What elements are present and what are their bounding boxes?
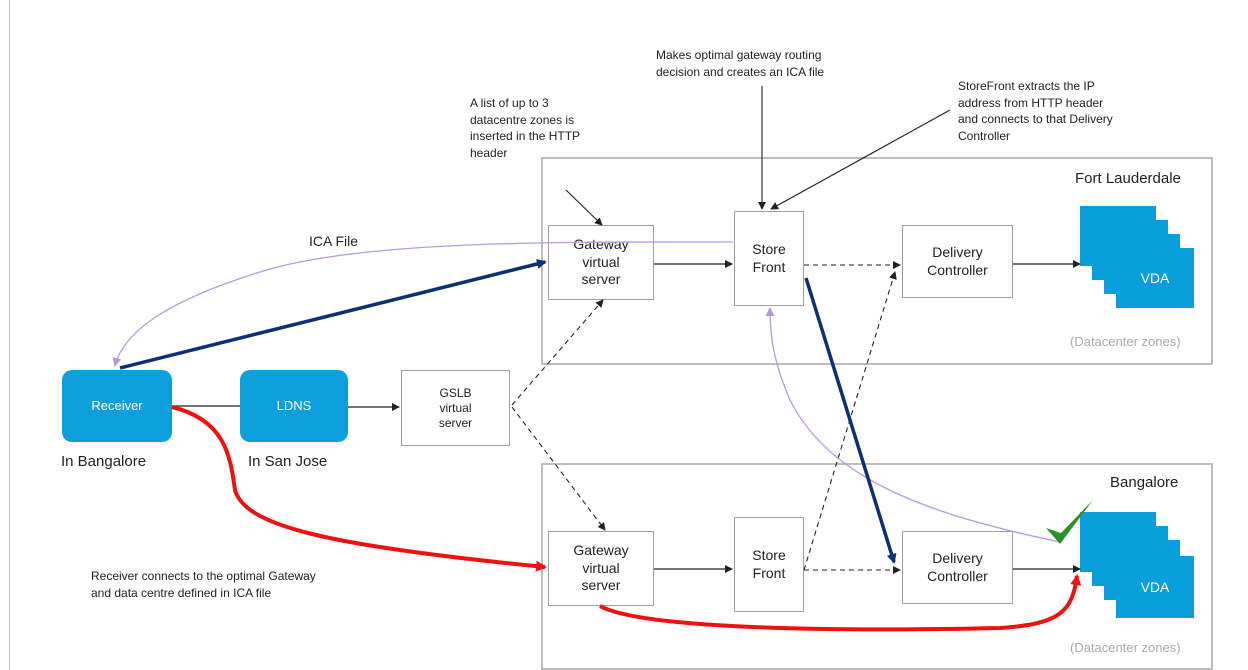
zone-footer-bangalore: (Datacenter zones) bbox=[1070, 640, 1181, 655]
receiver-caption: In Bangalore bbox=[61, 453, 147, 470]
vda-stack-bottom: VDA bbox=[1080, 512, 1204, 622]
vda-label: VDA bbox=[1140, 270, 1170, 286]
routing-note: Makes optimal gateway routing decision a… bbox=[656, 48, 825, 79]
ldns-label: LDNS bbox=[276, 397, 312, 413]
gateway-virtual-server-top: Gateway virtual server bbox=[548, 225, 654, 300]
gateway-virtual-server-bottom: Gateway virtual server bbox=[548, 531, 654, 606]
zone-title-fort-lauderdale: Fort Lauderdale bbox=[1075, 170, 1181, 187]
ldns-node: LDNS bbox=[240, 370, 348, 442]
vda-label: VDA bbox=[1140, 579, 1170, 595]
ica-file-label: ICA File bbox=[309, 233, 359, 249]
vda-card: VDA bbox=[1116, 248, 1194, 308]
receiver-to-gateway-top-navy bbox=[119, 259, 547, 370]
vda-card: VDA bbox=[1116, 556, 1194, 618]
zone-footer-fort-lauderdale: (Datacenter zones) bbox=[1070, 334, 1181, 349]
zones-note: A list of up to 3 datacentre zones is in… bbox=[470, 96, 581, 160]
delivery-controller-top: Delivery Controller bbox=[902, 225, 1013, 298]
storefront-note: StoreFront extracts the IP address from … bbox=[958, 79, 1113, 143]
left-border-line bbox=[9, 0, 10, 670]
vda-stack-top: VDA bbox=[1080, 206, 1204, 312]
receiver-node: Receiver bbox=[62, 370, 172, 442]
gslb-virtual-server: GSLB virtual server bbox=[401, 370, 510, 446]
delivery-controller-bottom: Delivery Controller bbox=[902, 531, 1013, 604]
ldns-caption: In San Jose bbox=[248, 453, 328, 470]
storefront-bottom: Store Front bbox=[734, 517, 804, 612]
storefront-top: Store Front bbox=[734, 211, 804, 306]
receiver-note: Receiver connects to the optimal Gateway… bbox=[91, 569, 316, 600]
receiver-label: Receiver bbox=[91, 397, 143, 413]
zone-title-bangalore: Bangalore bbox=[1110, 474, 1179, 491]
